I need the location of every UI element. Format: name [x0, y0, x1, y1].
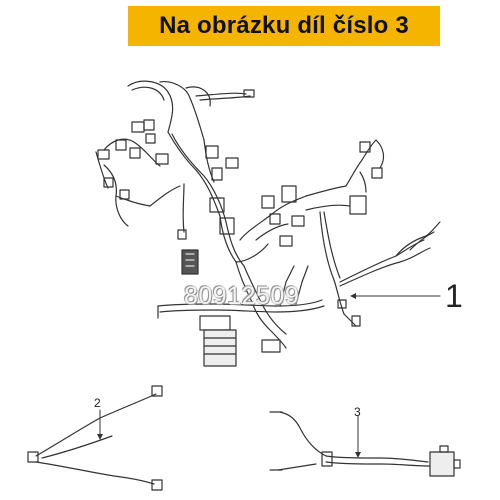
callout-label-1: 1 — [445, 278, 463, 314]
main-harness — [95, 80, 441, 367]
part-3-harness — [269, 411, 461, 477]
callout-label-2: 2 — [94, 396, 101, 410]
title-text: Na obrázku díl číslo 3 — [159, 12, 409, 39]
callout-label-3: 3 — [354, 405, 361, 419]
title-banner: Na obrázku díl číslo 3 — [128, 6, 440, 46]
part-2-harness — [27, 385, 163, 491]
watermark: 80912509 — [184, 282, 300, 310]
